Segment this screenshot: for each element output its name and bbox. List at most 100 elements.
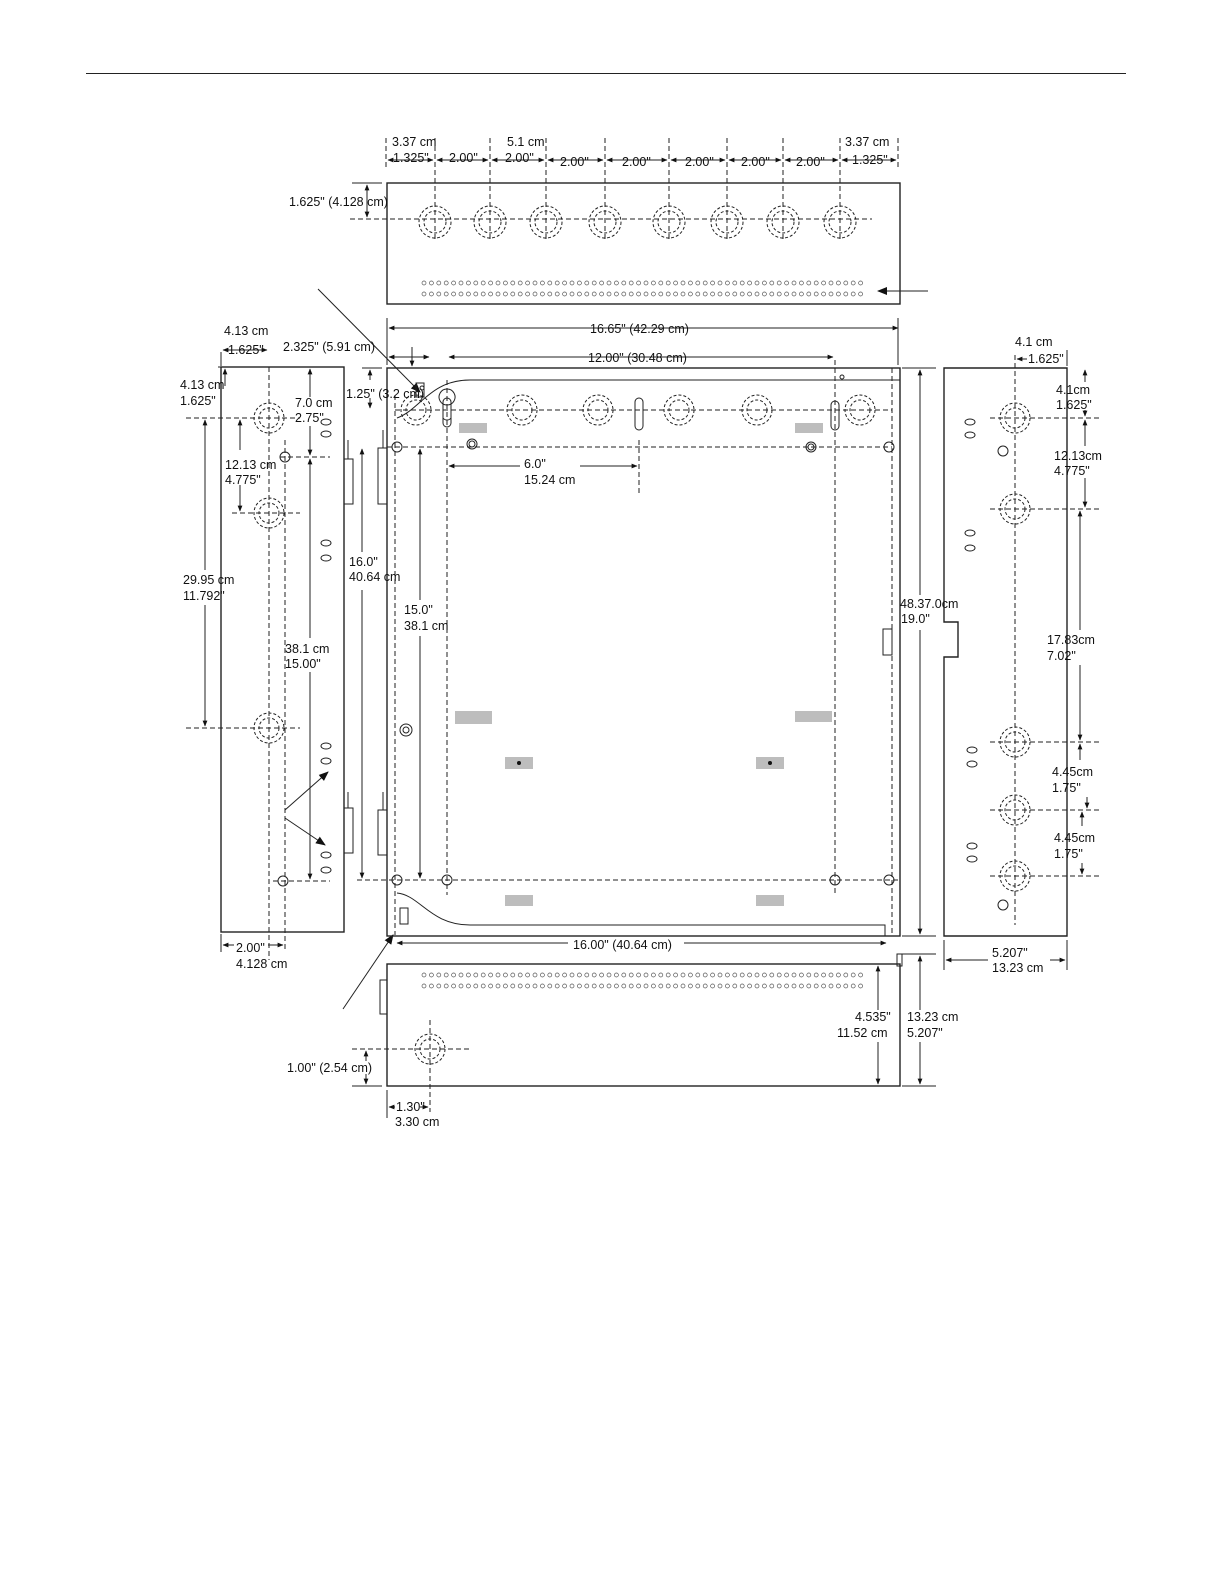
latch-pointer-2: [284, 817, 326, 846]
top-spacing-3: 2.00": [560, 155, 589, 169]
vent-hole: [784, 972, 789, 978]
vent-hole: [458, 291, 464, 297]
vent-hole: [717, 972, 723, 978]
knockout-inner: [593, 210, 617, 234]
knockout-inner: [423, 210, 447, 234]
vent-hole: [517, 972, 523, 978]
bottom-centerlines: [352, 1020, 470, 1112]
vent-hole: [717, 983, 723, 989]
vent-hole: [813, 972, 819, 978]
right-centerlines: [990, 355, 1100, 925]
vent-hole: [503, 983, 508, 989]
vent-hole: [754, 972, 760, 978]
vent-hole: [421, 972, 427, 978]
vent-hole: [821, 972, 826, 978]
bottom-knockout-offset-cm: 3.30 cm: [395, 1115, 439, 1129]
vent-hole: [532, 983, 538, 989]
vent-hole: [806, 972, 812, 978]
vent-hole: [599, 983, 604, 989]
vent-hole: [540, 280, 545, 286]
vent-hole: [858, 972, 863, 978]
vent-hole: [836, 983, 841, 989]
front-mount-height-in: 16.0": [349, 555, 378, 569]
bottom-outer-depth-in: 5.207": [907, 1026, 943, 1040]
vent-hole: [843, 291, 849, 297]
vent-hole: [784, 983, 789, 989]
right-panel-outline: [943, 367, 1068, 937]
knockout-inner: [478, 210, 502, 234]
front-knockouts: [400, 394, 876, 426]
vent-hole: [828, 291, 834, 297]
vent-hole: [584, 291, 590, 297]
vent-hole: [495, 983, 501, 989]
vent-hole: [569, 291, 575, 297]
vent-hole: [828, 972, 834, 978]
vent-hole: [850, 983, 856, 989]
front-panel-outline: [386, 367, 901, 937]
top-right-offset-cm: 3.37 cm: [845, 135, 889, 149]
right-knockout-top-in: 1.625": [1056, 398, 1092, 412]
vent-hole: [510, 280, 516, 286]
vent-hole: [503, 280, 508, 286]
vent-hole: [791, 972, 797, 978]
front-keyhole-offset-in: 6.0": [524, 457, 546, 471]
front-mount-height-cm: 40.64 cm: [349, 570, 400, 584]
vent-hole: [680, 291, 686, 297]
vent-hole: [680, 280, 686, 286]
vent-hole: [702, 280, 708, 286]
bottom-inner-depth-cm: 11.52 cm: [837, 1026, 888, 1040]
vent-hole: [747, 983, 752, 989]
left-panel-outline: [220, 366, 345, 933]
vent-hole: [458, 280, 464, 286]
vent-hole: [569, 983, 575, 989]
vent-hole: [443, 291, 449, 297]
vent-hole: [673, 972, 678, 978]
vent-hole: [747, 280, 752, 286]
vent-hole: [769, 291, 775, 297]
vent-hole: [466, 291, 471, 297]
vent-hole: [443, 972, 449, 978]
vent-hole: [443, 983, 449, 989]
vent-hole: [673, 280, 678, 286]
vent-hole: [532, 291, 538, 297]
vent-hole: [569, 972, 575, 978]
left-knockout-span-cm: 29.95 cm: [183, 573, 234, 587]
vent-hole: [436, 983, 442, 989]
vent-hole: [599, 972, 604, 978]
vent-hole: [784, 280, 789, 286]
knockout-outer: [652, 205, 686, 239]
knockout-inner: [534, 210, 558, 234]
vent-hole: [754, 291, 760, 297]
leader-line-bottom: [342, 934, 394, 1010]
vent-hole: [717, 280, 723, 286]
right-spacing1-cm: 12.13cm: [1054, 449, 1102, 463]
vent-hole: [577, 972, 582, 978]
vent-hole: [732, 291, 738, 297]
vent-hole: [688, 972, 693, 978]
knockout-outer: [529, 205, 563, 239]
vent-hole: [776, 280, 782, 286]
vent-hole: [747, 291, 752, 297]
left-side-view: 4.13 cm 1.625" 4.13 cm 1.625" 7.0 cm 2.7…: [180, 324, 354, 971]
vent-hole: [495, 972, 501, 978]
vent-hole: [562, 291, 567, 297]
vent-hole: [525, 291, 530, 297]
vent-hole: [591, 291, 597, 297]
top-spacing-7: 2.00": [796, 155, 825, 169]
vent-hole: [725, 291, 730, 297]
vent-hole: [784, 291, 789, 297]
vent-hole: [739, 983, 745, 989]
left-hole-span-in: 15.00": [285, 657, 321, 671]
vent-hole: [554, 972, 560, 978]
vent-hole: [562, 280, 567, 286]
vent-hole: [651, 280, 656, 286]
vent-hole: [776, 972, 782, 978]
vent-hole: [725, 983, 730, 989]
vent-hole: [614, 972, 619, 978]
vent-hole: [688, 983, 693, 989]
vent-hole: [776, 983, 782, 989]
vent-hole: [599, 280, 604, 286]
vent-hole: [562, 983, 567, 989]
bottom-right-tab: [896, 953, 903, 967]
vent-hole: [643, 972, 649, 978]
